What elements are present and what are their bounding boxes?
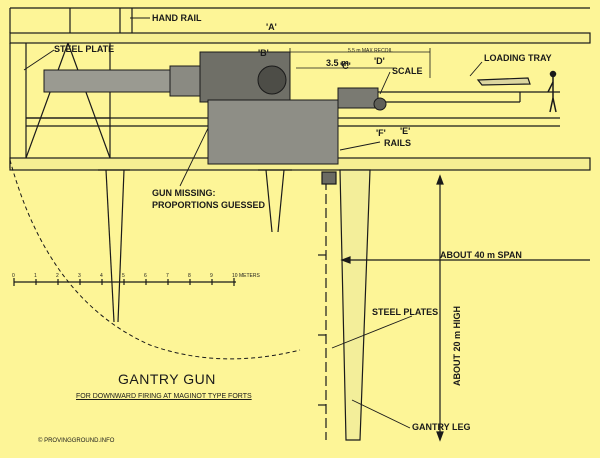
loading-tray-label: LOADING TRAY bbox=[484, 53, 552, 63]
scale-tick-5: 5 bbox=[122, 273, 125, 279]
scale-tick-2: 2 bbox=[56, 273, 59, 279]
gun-assembly bbox=[43, 51, 387, 165]
credit-label: © PROVINGGROUND.INFO bbox=[38, 438, 115, 444]
person-figure bbox=[547, 70, 557, 113]
scale-tick-9: 9 bbox=[210, 273, 213, 279]
scale-tick-6: 6 bbox=[144, 273, 147, 279]
scale-tick-1: 1 bbox=[34, 273, 37, 279]
rails-label: RAILS bbox=[384, 138, 411, 148]
span-label: ABOUT 40 m SPAN bbox=[440, 250, 522, 260]
diagram-title: GANTRY GUN bbox=[118, 371, 216, 387]
hand-rail bbox=[9, 7, 590, 33]
scale-tick-7: 7 bbox=[166, 273, 169, 279]
scale-label: SCALE bbox=[392, 66, 423, 76]
steel-plate-label: STEEL PLATE bbox=[54, 44, 115, 54]
max-recoil-label: 5.5 m MAX RECOIL bbox=[348, 48, 393, 54]
scale-tick-0: 0 bbox=[12, 273, 15, 279]
gantry-leg-label: GANTRY LEG bbox=[412, 422, 471, 432]
leader-lines bbox=[23, 17, 483, 429]
scale-tick-4: 4 bbox=[100, 273, 103, 279]
span-dimension bbox=[340, 256, 590, 264]
point-a-label: 'A' bbox=[266, 22, 277, 32]
gantry-leg bbox=[318, 169, 371, 441]
gun-missing-label-line1: GUN MISSING: bbox=[152, 188, 216, 198]
gun-missing-label-line2: PROPORTIONS GUESSED bbox=[152, 200, 266, 210]
recoil-dimension-label: 3.5 m bbox=[326, 58, 350, 68]
point-f-label: 'F' bbox=[376, 128, 386, 138]
point-b-label: 'B' bbox=[258, 48, 269, 58]
traverse-arc bbox=[9, 159, 301, 360]
point-e-label: 'E' bbox=[400, 126, 411, 136]
scale-tick-8: 8 bbox=[188, 273, 191, 279]
support-columns bbox=[98, 169, 292, 323]
point-c-label: 'C' bbox=[340, 61, 351, 71]
height-dimension bbox=[436, 174, 444, 442]
height-label: ABOUT 20 m HIGH bbox=[452, 305, 462, 386]
scale-bar bbox=[13, 278, 236, 286]
steel-plates-label: STEEL PLATES bbox=[372, 307, 439, 317]
point-d-label: 'D' bbox=[374, 56, 385, 66]
hand-rail-label: HAND RAIL bbox=[152, 13, 202, 23]
loading-tray-track bbox=[366, 77, 560, 103]
scale-tick-3: 3 bbox=[78, 273, 81, 279]
diagram-subtitle: FOR DOWNWARD FIRING AT MAGINOT TYPE FORT… bbox=[76, 393, 252, 400]
scale-tick-10: 10 METERS bbox=[232, 273, 260, 279]
